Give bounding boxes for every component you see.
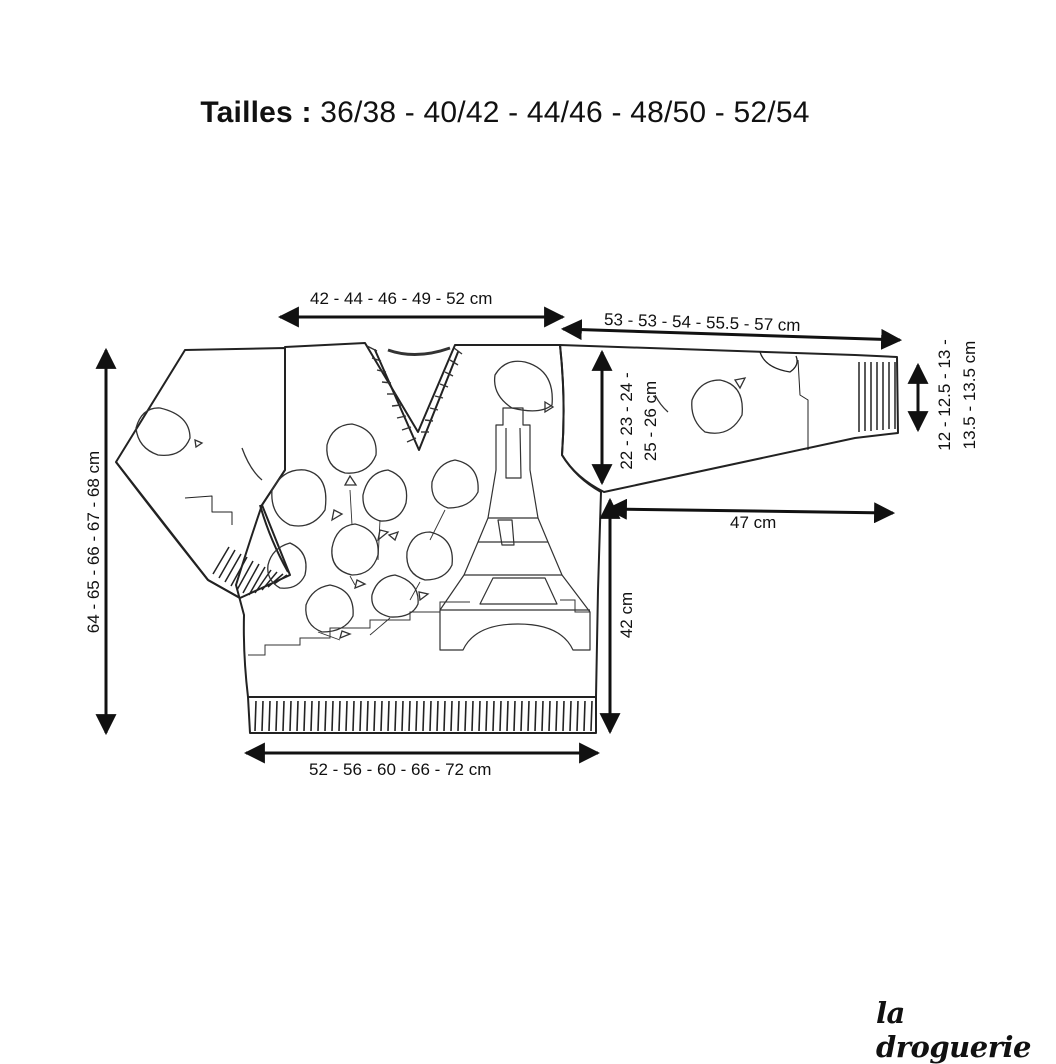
side-length-label: 42 cm	[617, 591, 636, 639]
body-length-label: 64 - 65 - 66 - 67 - 68 cm	[84, 450, 103, 634]
right-cuff-ribbing	[858, 362, 896, 432]
armhole-depth-label-1: 22 - 23 - 24 -	[617, 372, 636, 470]
arrow-sleeve-length	[560, 319, 903, 350]
balloon-motifs	[135, 360, 747, 641]
sizes-values: 36/38 - 40/42 - 44/46 - 48/50 - 52/54	[320, 96, 810, 129]
right-sleeve	[559, 344, 899, 493]
sizes-title: Tailles : 36/38 - 40/42 - 44/46 - 48/50 …	[0, 96, 1010, 130]
cuff-width-label-1: 12 - 12.5 - 13 -	[935, 339, 954, 451]
brand-logo: la droguerie	[876, 996, 1031, 1064]
shoulder-width-label: 42 - 44 - 46 - 49 - 52 cm	[310, 289, 493, 308]
neck-ribbing	[366, 345, 463, 443]
dimension-arrows	[95, 306, 929, 764]
left-sleeve	[115, 347, 291, 599]
city-skyline-motif	[248, 599, 591, 656]
left-cuff-ribbing	[212, 546, 288, 596]
armhole-depth-label-2: 25 - 26 cm	[641, 380, 660, 462]
arrow-sleeve-bottom	[605, 498, 896, 524]
sleeve-bottom-label: 47 cm	[730, 513, 777, 532]
hem-ribbing	[254, 700, 593, 732]
hem-width-label: 52 - 56 - 60 - 66 - 72 cm	[309, 760, 492, 779]
eiffel-tower-motif	[439, 407, 591, 651]
sizes-label: Tailles :	[200, 96, 312, 129]
cuff-width-label-2: 13.5 - 13.5 cm	[960, 340, 979, 450]
